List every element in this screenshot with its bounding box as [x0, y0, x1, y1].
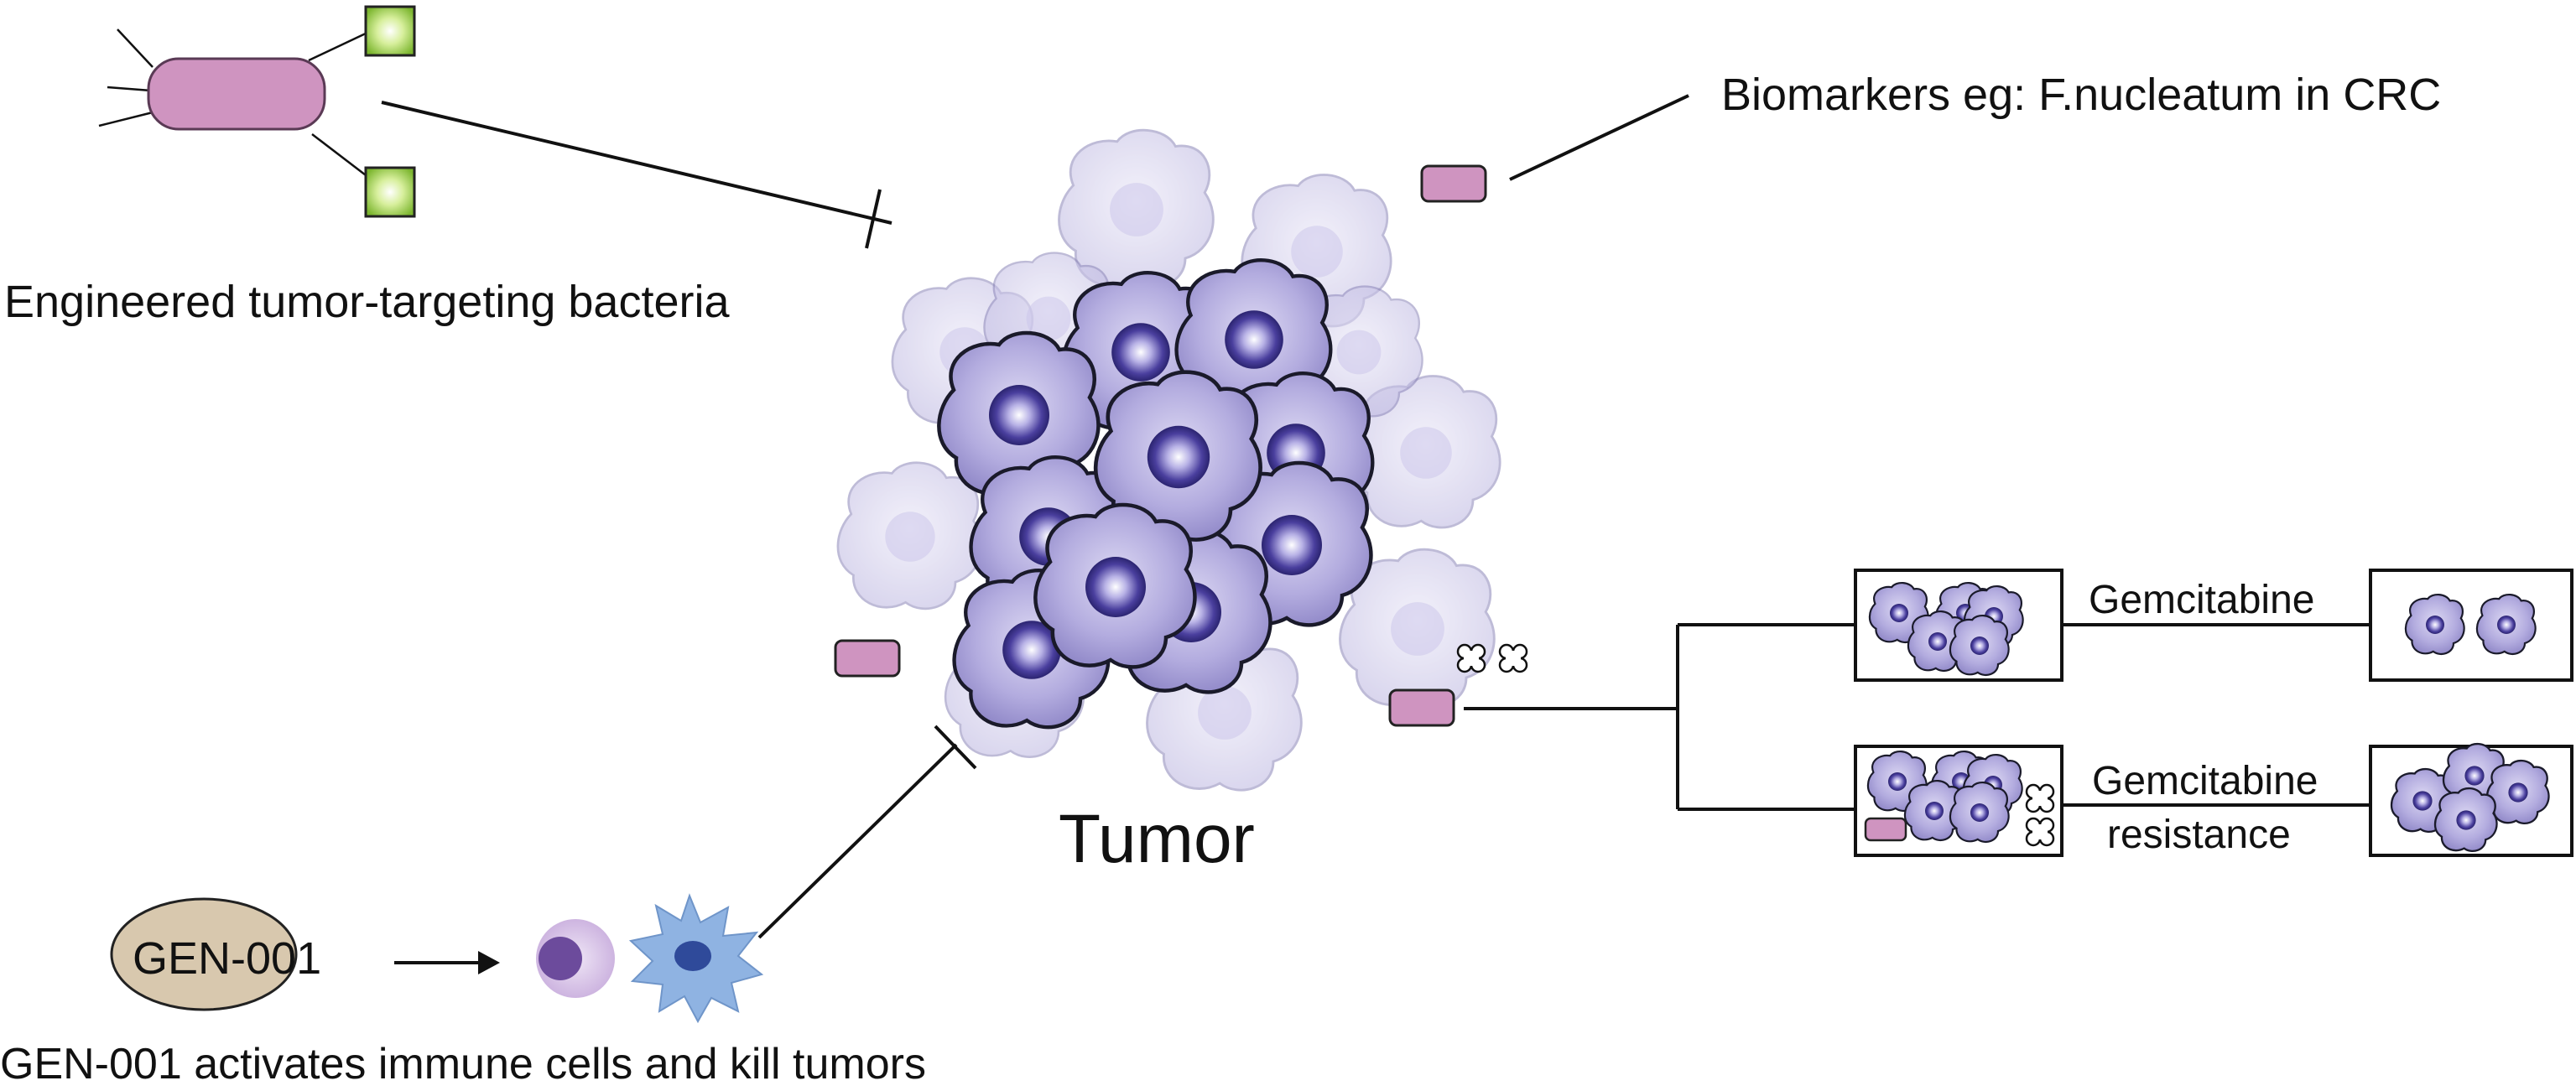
- engineered-bacteria-label: Engineered tumor-targeting bacteria: [4, 277, 730, 327]
- resistant-after-box: [2369, 744, 2573, 857]
- cross-icon: [2025, 783, 2055, 813]
- activation-arrow-icon: [394, 951, 500, 974]
- biomarker-connector: [1509, 94, 1689, 181]
- bacterium-icon: [834, 639, 901, 678]
- cross-icon: [1456, 643, 1486, 673]
- gen001-node: [110, 897, 298, 1011]
- bacterium-icon: [1388, 688, 1455, 727]
- gemcitabine-resistance-label-line2: resistance: [2107, 813, 2291, 857]
- dendritic-cell-icon: [628, 893, 764, 1024]
- immune-cell-icon: [536, 919, 615, 998]
- inhibition-arrow-icon: [757, 725, 977, 939]
- gen001-node-label: GEN-001: [133, 933, 322, 984]
- flagellum-tip-icon: [364, 5, 416, 57]
- gemcitabine-resistance-label-line1: Gemcitabine: [2092, 759, 2318, 803]
- cross-icon: [1498, 643, 1528, 673]
- inhibition-arrow-icon: [381, 101, 892, 249]
- bacterium-icon: [98, 29, 370, 179]
- sensitive-after-box: [2369, 569, 2573, 682]
- biomarkers-label: Biomarkers eg: F.nucleatum in CRC: [1721, 70, 2442, 120]
- flagellum-tip-icon: [364, 166, 416, 218]
- resistant-before-box: [1854, 745, 2063, 857]
- sensitive-before-box: [1854, 569, 2063, 682]
- gemcitabine-label: Gemcitabine: [2089, 578, 2315, 622]
- gen001-caption: GEN-001 activates immune cells and kill …: [0, 1040, 926, 1088]
- branch-connector: [1464, 623, 2370, 811]
- biomarker-bacterium-icon: [1420, 164, 1487, 203]
- tumor-label: Tumor: [1059, 801, 1255, 877]
- cross-icon: [2025, 817, 2055, 847]
